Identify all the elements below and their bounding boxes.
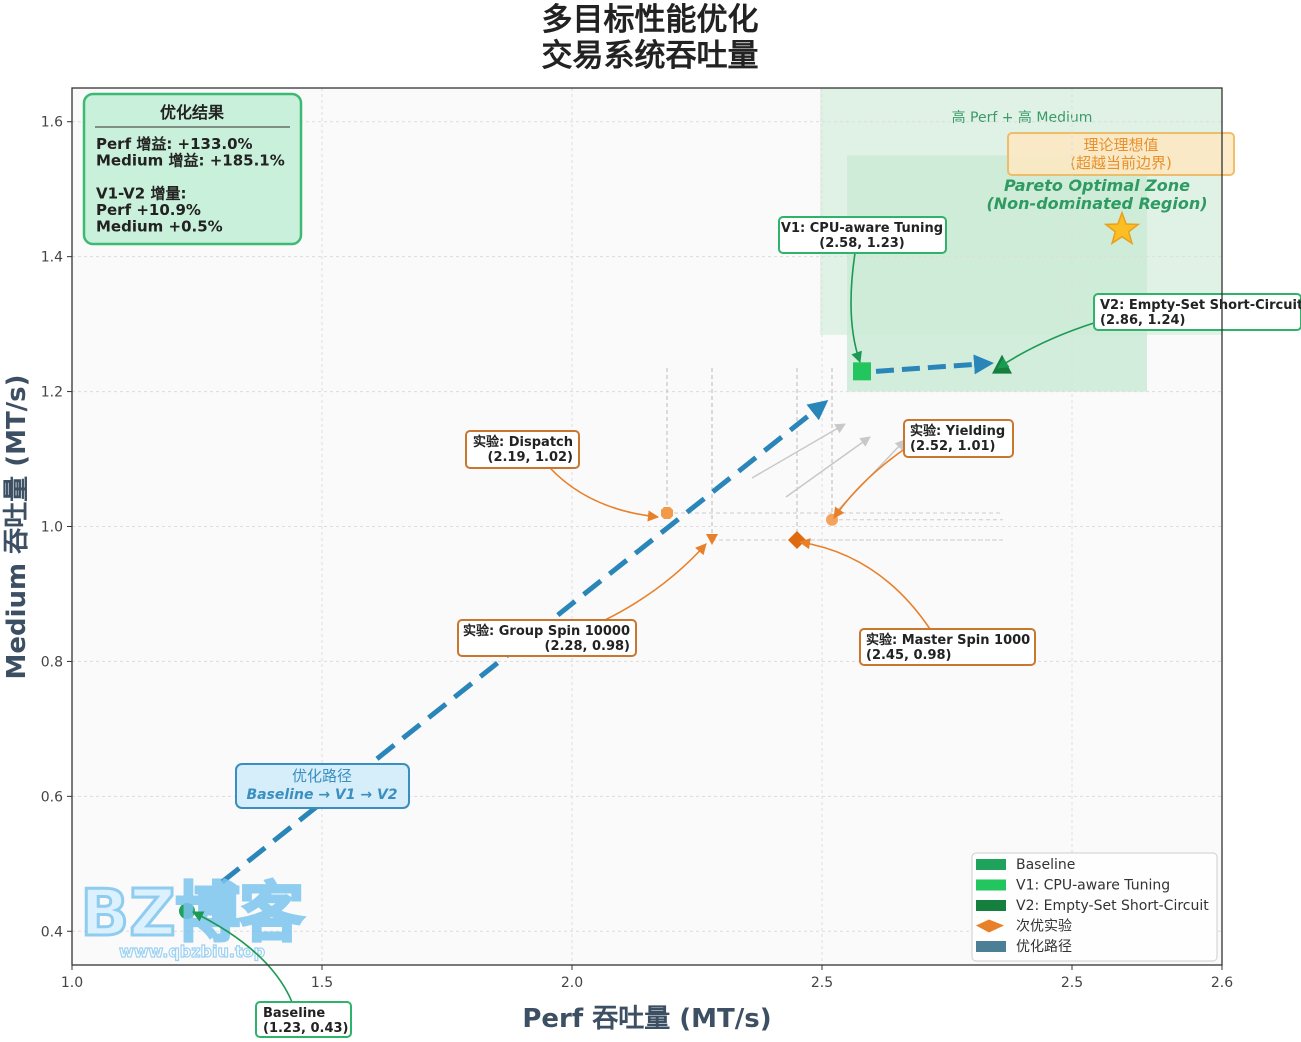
legend-label: Baseline xyxy=(1016,857,1075,873)
summary-line: V1-V2 增量: xyxy=(96,185,186,203)
annotation-connector xyxy=(798,538,931,630)
x-axis-label: Perf 吞吐量 (MT/s) xyxy=(522,1004,771,1034)
marker-v1-cpu-aware-tuning xyxy=(853,362,871,381)
legend-label: 优化路径 xyxy=(1016,939,1072,955)
summary-line: Medium 增益: +185.1% xyxy=(96,152,285,170)
chart-title: 多目标性能优化 交易系统吞吐量 xyxy=(542,2,759,74)
ideal-value-label-2: (超越当前边界) xyxy=(1070,154,1172,172)
annotation-box xyxy=(903,419,1014,458)
summary-line: Perf +10.9% xyxy=(96,201,201,219)
x-tick-label: 2.5 xyxy=(811,975,833,991)
y-axis-label: Medium 吞吐量 (MT/s) xyxy=(2,374,32,679)
high-perf-zone-label: 高 Perf + 高 Medium xyxy=(952,109,1093,126)
x-tick-label: 2.5 xyxy=(1061,975,1083,991)
annotation-coords: (2.52, 1.01) xyxy=(910,439,996,454)
annotation-label: 实验: Yielding xyxy=(910,423,1005,439)
annotation-box xyxy=(778,216,947,254)
pareto-zone-lower xyxy=(847,334,1147,392)
annotation-connector xyxy=(833,447,907,519)
trend-arrow xyxy=(785,436,871,498)
legend-swatch xyxy=(976,900,1006,911)
annotation-coords: (2.19, 1.02) xyxy=(488,450,574,465)
path-label-2: Baseline → V1 → V2 xyxy=(246,787,397,803)
ideal-value-label-1: 理论理想值 xyxy=(1083,136,1158,154)
y-tick-label: 0.8 xyxy=(41,654,63,670)
legend-label: V2: Empty-Set Short-Circuit xyxy=(1016,898,1209,914)
title-line-1: 多目标性能优化 xyxy=(542,2,759,38)
annotation-connector xyxy=(549,467,660,522)
annotation-box xyxy=(859,628,1036,666)
marker-baseline xyxy=(179,903,195,920)
path-label-1: 优化路径 xyxy=(292,767,352,785)
annotation-coords: (2.28, 0.98) xyxy=(545,639,631,654)
summary-line: Medium +0.5% xyxy=(96,218,223,236)
summary-line: Perf 增益: +133.0% xyxy=(96,135,253,153)
watermark-logo: BZ博客 www.qbzbiu.top xyxy=(79,876,305,962)
x-tick-label: 1.5 xyxy=(311,975,333,991)
annotation-label: 实验: Master Spin 1000 xyxy=(866,632,1030,648)
marker-dispatch xyxy=(661,507,673,520)
annotation-label: V2: Empty-Set Short-Circuit xyxy=(1100,298,1301,313)
legend-label: 次优实验 xyxy=(1016,919,1072,935)
x-tick-label: 2.6 xyxy=(1211,975,1233,991)
annotation-label: 实验: Group Spin 10000 xyxy=(463,623,630,639)
ideal-value-box xyxy=(1007,132,1235,176)
y-tick-label: 1.6 xyxy=(41,115,63,131)
annotation-connector xyxy=(850,252,862,364)
title-line-2: 交易系统吞吐量 xyxy=(542,38,759,74)
annotation-coords: (2.45, 0.98) xyxy=(866,648,952,663)
summary-box xyxy=(82,92,303,246)
annotation-label: V1: CPU-aware Tuning xyxy=(781,221,943,236)
annotation-box xyxy=(457,619,637,657)
watermark-url: www.qbzbiu.top xyxy=(119,942,265,961)
summary-title: 优化结果 xyxy=(160,103,224,122)
y-tick-label: 1.0 xyxy=(41,520,63,536)
annotation-coords: (2.86, 1.24) xyxy=(1100,313,1186,328)
annotation-box xyxy=(465,430,580,469)
trend-arrow xyxy=(751,423,846,479)
legend-label: V1: CPU-aware Tuning xyxy=(1016,878,1170,894)
marker-group-spin-10000 xyxy=(706,533,718,545)
watermark-logo-text: BZ博客 xyxy=(80,877,303,951)
legend-box xyxy=(971,852,1218,962)
x-tick-label: 1.0 xyxy=(61,975,83,991)
annotation-box xyxy=(255,1001,352,1038)
ideal-point-star xyxy=(1103,210,1141,246)
annotation-connector xyxy=(191,911,293,1003)
annotation-coords: (2.58, 1.23) xyxy=(819,236,905,251)
annotation-coords: (1.23, 0.43) xyxy=(263,1021,349,1036)
annotation-connector xyxy=(604,543,707,621)
annotation-label: Baseline xyxy=(263,1006,325,1021)
legend-swatch xyxy=(976,879,1006,891)
annotation-box xyxy=(1093,293,1301,331)
x-tick-label: 2.0 xyxy=(561,975,583,991)
annotation-label: 实验: Dispatch xyxy=(473,434,573,450)
pareto-zone xyxy=(847,155,1147,392)
legend-swatch xyxy=(976,859,1006,870)
pareto-zone-label-1: Pareto Optimal Zone xyxy=(1004,176,1190,195)
legend-swatch xyxy=(976,919,1004,933)
y-tick-label: 1.2 xyxy=(41,385,63,401)
pareto-zone-label-2: (Non-dominated Region) xyxy=(986,194,1207,213)
y-tick-label: 0.6 xyxy=(41,789,63,805)
path-label-box xyxy=(235,763,410,809)
v1-v2-path-arrow xyxy=(875,354,994,375)
y-tick-label: 1.4 xyxy=(41,250,63,266)
annotation-connector xyxy=(997,321,1098,369)
y-tick-label: 0.4 xyxy=(41,924,63,940)
legend-swatch xyxy=(976,941,1006,952)
